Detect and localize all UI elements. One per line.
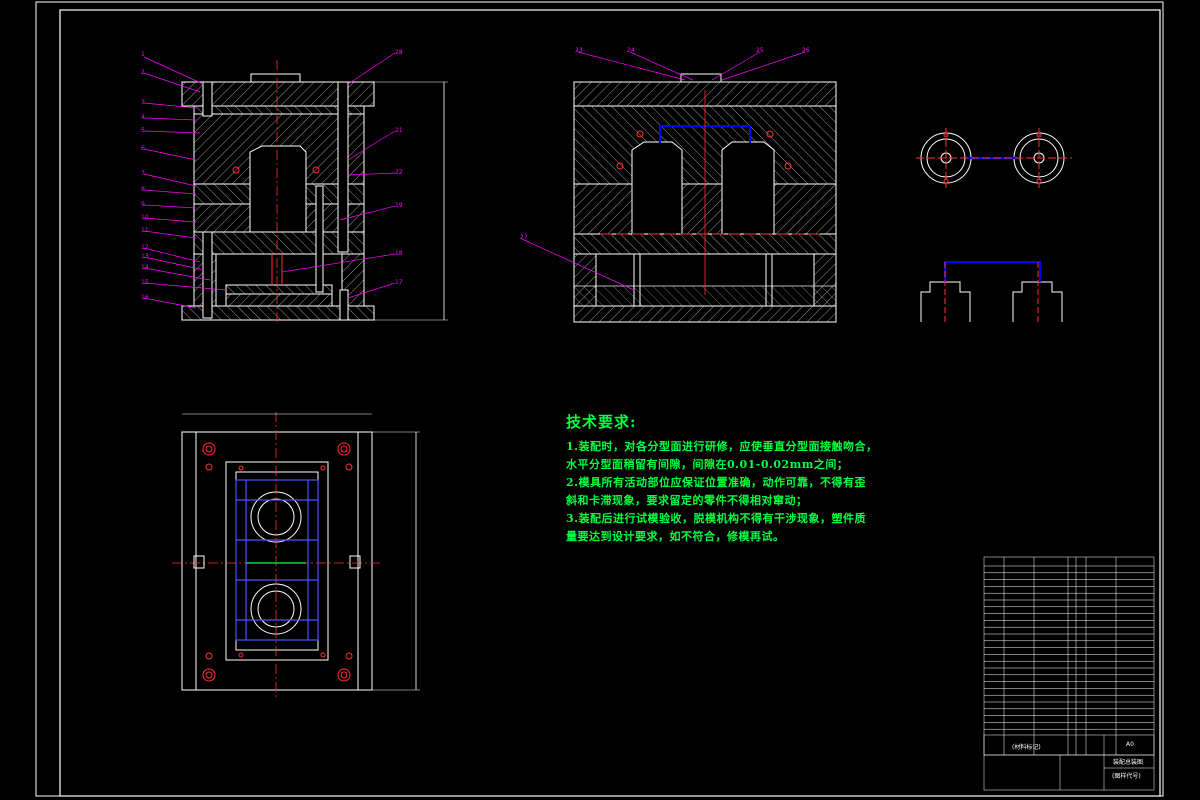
drawing-title: 装配总装图 <box>1113 758 1143 766</box>
material-mark: (材料标记) <box>1012 743 1041 751</box>
callout-right: 22 <box>395 169 403 176</box>
title-block <box>983 734 1155 791</box>
callout-left: 3 <box>141 99 145 106</box>
callout-left: 16 <box>141 294 149 301</box>
callout-left: 7 <box>141 170 145 177</box>
callout-left: 14 <box>141 264 149 271</box>
callout-left: 12 <box>141 244 149 251</box>
plan-view <box>172 412 420 700</box>
sheet-border-inner <box>59 9 1161 797</box>
callout-top: 25 <box>756 47 764 54</box>
callout-left: 1 <box>141 51 145 58</box>
callout-left: 10 <box>141 214 149 221</box>
tech-line: 水平分型面稍留有间隙，间隙在0.01-0.02mm之间； <box>566 458 849 471</box>
callout-left: 2 <box>141 69 145 76</box>
callout-left: 5 <box>141 127 145 134</box>
technical-requirements: 技术要求: 1.装配时，对各分型面进行研修，应使垂直分型面接触吻合， 水平分型面… <box>566 411 877 546</box>
tech-line: 3.装配后进行试模验收，脱模机构不得有干涉现象，塑件质 <box>566 512 866 525</box>
scale-mark: A0 <box>1126 741 1134 748</box>
callout-right: 18 <box>395 250 403 257</box>
callout-left: 15 <box>141 279 149 286</box>
callout-left: 8 <box>141 186 145 193</box>
title-block-text: (材料标记) A0 装配总装图 (图样代号) <box>1012 741 1143 780</box>
callout-right: 17 <box>395 279 403 286</box>
bill-of-materials <box>983 556 1155 756</box>
callout-top: 23 <box>575 47 583 54</box>
front-view-callouts: 1 2 3 4 5 6 7 8 9 10 11 12 13 14 15 16 2… <box>141 49 403 301</box>
tech-line: 2.模具所有活动部位应保证位置准确，动作可靠，不得有歪 <box>566 476 866 489</box>
front-view-leaders <box>143 52 396 309</box>
drawing-code: (图样代号) <box>1112 772 1141 780</box>
callout-side: 27 <box>520 234 528 241</box>
callout-right: 19 <box>395 202 403 209</box>
callout-left: 13 <box>141 253 149 260</box>
side-section-view <box>573 73 837 323</box>
callout-left: 11 <box>141 227 149 234</box>
tech-line: 斜和卡滞现象，要求留定的零件不得相对窜动； <box>566 494 808 507</box>
side-view-leaders <box>521 51 806 291</box>
tech-line: 量要达到设计要求，如不符合，修模再试。 <box>566 530 785 543</box>
callout-top: 26 <box>802 47 810 54</box>
callout-top: 24 <box>627 47 635 54</box>
callout-left: 6 <box>141 145 145 152</box>
part-top-view <box>916 128 1072 188</box>
callout-right: 21 <box>395 127 403 134</box>
part-front-view <box>920 261 1063 322</box>
callout-left: 4 <box>141 114 145 121</box>
side-view-callouts: 23 24 25 26 27 <box>520 47 810 241</box>
callout-left: 9 <box>141 201 145 208</box>
callout-right: 28 <box>395 49 403 56</box>
tech-title: 技术要求: <box>566 413 637 431</box>
tech-line: 1.装配时，对各分型面进行研修，应使垂直分型面接触吻合， <box>566 440 878 453</box>
front-section-view <box>181 60 448 325</box>
